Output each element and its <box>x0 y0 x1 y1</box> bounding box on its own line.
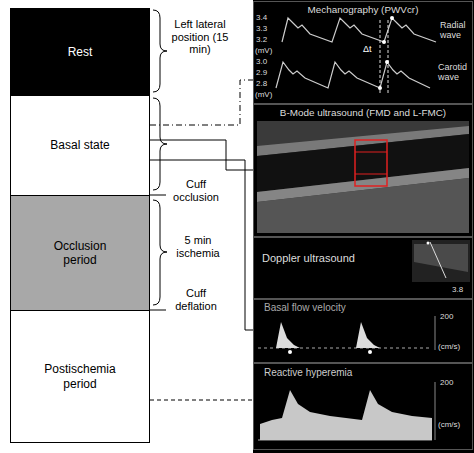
image-panel: Basal flow velocity <box>253 299 473 363</box>
scale-value: 3.8 <box>452 285 463 294</box>
connector <box>150 140 253 170</box>
tick-line <box>150 195 166 196</box>
image-panel: B-Mode ultrasound (FMD and L-FMC) <box>253 104 473 237</box>
phase-box: Postischemia period <box>10 310 150 443</box>
brace-label: Left lateral position (15 min) <box>170 18 230 56</box>
image-panel: Doppler ultrasound <box>253 237 473 299</box>
ultrasound-image <box>257 121 469 233</box>
phase-box: Rest <box>10 8 150 96</box>
axis-unit: (mV) <box>255 90 272 99</box>
wave-label: Radial wave <box>440 20 472 41</box>
scale-value: 200 <box>440 312 453 321</box>
panel-title: B-Mode ultrasound (FMD and L-FMC) <box>254 107 472 119</box>
connector <box>150 400 253 401</box>
hyperemia-waveform <box>260 390 432 440</box>
panel-title: Doppler ultrasound <box>262 252 472 265</box>
phase-box: Occlusion period <box>10 195 150 311</box>
panel-title: Reactive hyperemia <box>264 367 472 379</box>
phase-name: Occlusion period <box>44 239 116 268</box>
brace <box>153 10 167 92</box>
axis-tick: 3.3 <box>256 24 267 33</box>
axis-unit: (mV) <box>255 46 272 55</box>
carotid-wave <box>276 62 430 88</box>
wave-dot <box>385 60 389 64</box>
brace <box>153 200 167 305</box>
flow-waveform <box>262 322 380 348</box>
connector <box>150 80 253 125</box>
scale-value: 200 <box>440 378 453 387</box>
roi-box <box>355 140 387 186</box>
scale-line <box>435 382 436 440</box>
roi-line <box>355 152 387 153</box>
phase-name: Basal state <box>50 138 109 152</box>
axis-tick: 3.0 <box>256 57 267 66</box>
phase-name: Rest <box>68 45 93 59</box>
wave-label: Carotid wave <box>438 62 472 83</box>
doppler-image <box>412 240 470 282</box>
brace-label: Cuff deflation <box>168 287 224 312</box>
brace-label: Cuff occlusion <box>168 178 224 203</box>
panel-title: Mechanography (PWVcr) <box>254 4 472 16</box>
axis-tick: 3.4 <box>256 13 267 22</box>
tick-line <box>150 310 166 311</box>
radial-wave <box>282 18 436 42</box>
wave-dot <box>288 350 292 354</box>
time-marker <box>388 20 389 94</box>
wave-dot <box>378 86 382 90</box>
time-marker <box>380 20 381 94</box>
brace <box>153 98 167 190</box>
connector <box>150 160 253 330</box>
image-panel <box>253 0 474 453</box>
axis-tick: 2.9 <box>256 68 267 77</box>
brace-label: 5 min ischemia <box>172 234 224 259</box>
phase-box: Basal state <box>10 95 150 196</box>
wave-dot <box>368 350 372 354</box>
scale-line <box>435 316 436 350</box>
doppler-beam <box>430 242 446 278</box>
wave-dot <box>390 16 394 20</box>
doppler-dot <box>427 242 430 245</box>
axis-unit: (cm/s) <box>438 342 460 351</box>
image-panel: Reactive hyperemia <box>253 363 473 450</box>
axis-unit: (cm/s) <box>438 420 460 429</box>
wave-dot <box>382 40 386 44</box>
phase-name: Postischemia period <box>40 362 120 391</box>
axis-tick: 3.2 <box>256 35 267 44</box>
axis-tick: 2.8 <box>256 79 267 88</box>
roi-line <box>355 174 387 175</box>
delta-label: Δt <box>363 44 372 54</box>
